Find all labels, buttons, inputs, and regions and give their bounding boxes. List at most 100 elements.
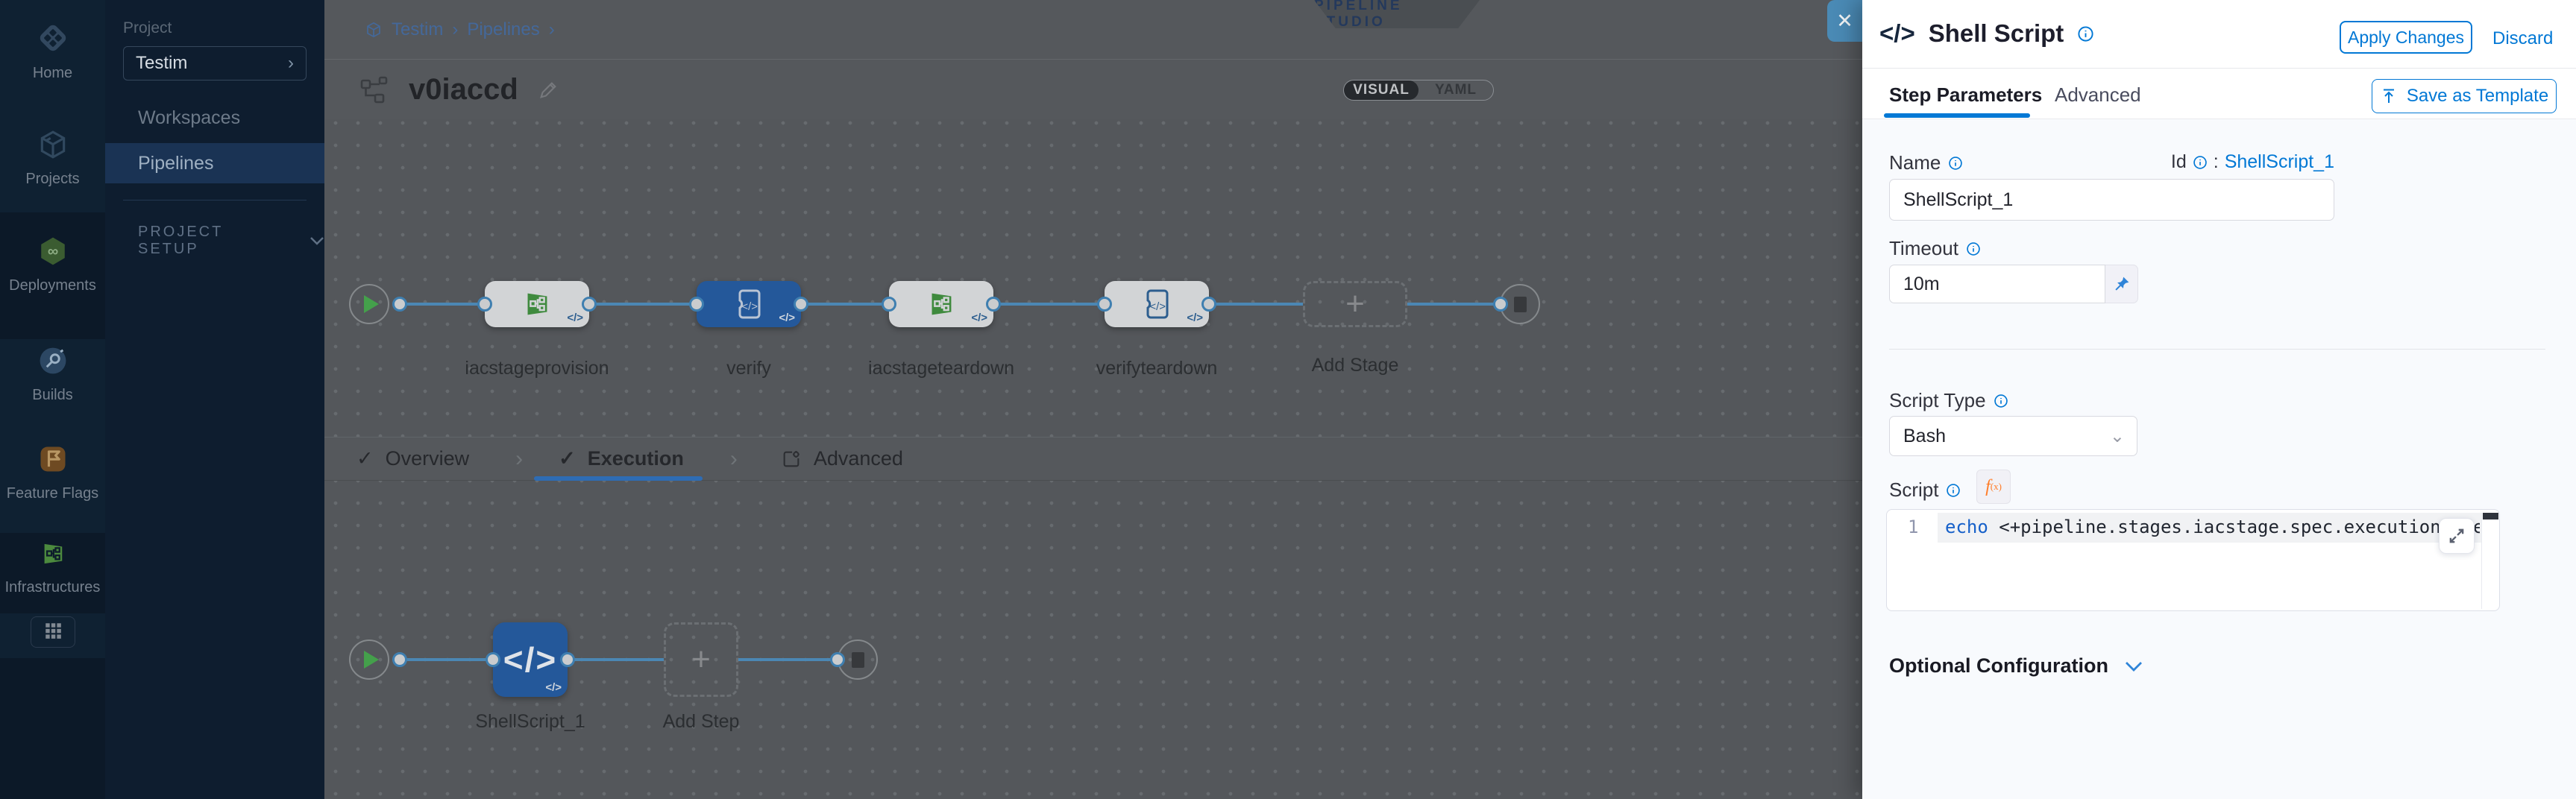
infrastructure-stage-icon — [932, 293, 952, 315]
connector — [589, 303, 697, 306]
port — [582, 297, 597, 312]
stage-label[interactable]: verify — [726, 358, 771, 379]
editor-code-line[interactable]: echo <+pipeline.stages.iacstage.spec.exe… — [1945, 517, 2480, 537]
discard-button[interactable]: Discard — [2492, 28, 2554, 48]
info-icon[interactable] — [1946, 483, 1961, 498]
svg-text:</>: </> — [1149, 300, 1166, 313]
stage-node-verify[interactable]: </> </> — [697, 281, 801, 327]
add-step-button[interactable]: + — [664, 622, 738, 697]
sidebar-item-projects[interactable]: Projects — [0, 128, 105, 188]
code-text: <+pipeline.stages.iacstage.spec.executio… — [1999, 517, 2480, 537]
info-icon[interactable] — [2193, 155, 2208, 170]
drawer-close-button[interactable]: ✕ — [1827, 0, 1862, 42]
timeout-pin-button[interactable] — [2105, 265, 2138, 303]
stage-tab-strip: ✓ Overview › ✓ Execution › Advanced — [324, 437, 1862, 481]
breadcrumb[interactable]: Testim › Pipelines › — [365, 19, 555, 40]
timeout-label: Timeout — [1889, 237, 1958, 259]
sidebar-item-home[interactable]: Home — [0, 21, 105, 82]
name-input[interactable]: ShellScript_1 — [1889, 179, 2334, 221]
tab-execution[interactable]: ✓ Execution — [559, 447, 684, 470]
fx-expression-button[interactable]: f(x) — [1976, 470, 2011, 504]
id-value-link[interactable]: ShellScript_1 — [2224, 151, 2334, 172]
toggle-visual[interactable]: VISUAL — [1344, 80, 1419, 100]
port — [882, 297, 896, 312]
sidebar-item-infrastructures[interactable]: Infrastructures — [0, 538, 105, 596]
editor-expand-button[interactable] — [2439, 518, 2475, 554]
tab-overview[interactable]: ✓ Overview — [356, 447, 469, 470]
tab-step-parameters[interactable]: Step Parameters — [1889, 83, 2043, 106]
edit-pencil-icon[interactable] — [538, 80, 559, 101]
scrollbar-track-border — [2481, 513, 2482, 609]
visual-yaml-toggle[interactable]: VISUAL YAML — [1343, 80, 1494, 101]
port — [392, 297, 407, 312]
drawer-header: </> Shell Script Apply Changes Discard — [1862, 0, 2576, 69]
script-type-value: Bash — [1903, 425, 1946, 446]
stop-icon — [1513, 296, 1527, 312]
nav-item-pipelines[interactable]: Pipelines — [105, 143, 324, 183]
info-icon[interactable] — [1948, 156, 1963, 171]
editor-line-number: 1 — [1908, 517, 1919, 537]
script-type-label: Script Type — [1889, 389, 1986, 411]
tab-label: Advanced — [813, 447, 903, 470]
stage-label[interactable]: verifyteardown — [1096, 358, 1218, 379]
add-stage-label[interactable]: Add Stage — [1311, 355, 1399, 376]
breadcrumb-separator: › — [548, 19, 555, 40]
advanced-tab-icon — [783, 450, 799, 467]
optional-configuration-toggle[interactable]: Optional Configuration — [1889, 654, 2143, 678]
script-editor[interactable]: 1 echo <+pipeline.stages.iacstage.spec.e… — [1886, 509, 2500, 611]
step-node-shellscript[interactable]: </> </> — [493, 622, 568, 697]
toggle-yaml[interactable]: YAML — [1434, 82, 1477, 98]
info-icon[interactable] — [1994, 394, 2008, 408]
script-type-select[interactable]: Bash ⌄ — [1889, 416, 2137, 456]
sidebar-item-feature-flags[interactable]: Feature Flags — [0, 443, 105, 502]
pipeline-name: v0iaccd — [409, 73, 518, 106]
stage-label[interactable]: iacstageprovision — [465, 358, 609, 379]
code-badge: </> — [971, 312, 987, 324]
expand-icon — [2449, 528, 2464, 543]
connector — [1407, 303, 1501, 306]
apply-changes-button[interactable]: Apply Changes — [2340, 21, 2472, 54]
project-section-label: Project — [123, 19, 172, 37]
module-grid-button[interactable] — [31, 616, 75, 648]
plus-icon: + — [1345, 285, 1365, 322]
code-badge: </> — [567, 312, 583, 324]
sidebar-item-label: Builds — [32, 387, 73, 403]
save-as-template-button[interactable]: Save as Template — [2372, 79, 2557, 113]
breadcrumb-section[interactable]: Pipelines — [467, 19, 540, 40]
sidebar-item-deployments[interactable]: ∞ Deployments — [0, 235, 105, 294]
chevron-down-icon — [2125, 661, 2142, 672]
tab-advanced[interactable]: Advanced — [781, 447, 903, 470]
info-icon[interactable] — [2077, 25, 2094, 42]
active-drawer-tab-underline — [1884, 113, 2030, 118]
nav-item-workspaces[interactable]: Workspaces — [138, 107, 241, 128]
sidebar-item-label: Projects — [25, 171, 80, 187]
add-stage-button[interactable]: + — [1303, 281, 1407, 327]
form-divider — [1889, 349, 2545, 350]
id-row: Id : ShellScript_1 — [2163, 151, 2334, 173]
stage-node-iacstageteardown[interactable]: </> — [889, 281, 993, 327]
stage-node-verifyteardown[interactable]: </> </> — [1105, 281, 1209, 327]
stage-label[interactable]: iacstageteardown — [868, 358, 1014, 379]
info-icon[interactable] — [1966, 241, 1981, 256]
project-setup-toggle[interactable]: PROJECT SETUP — [138, 224, 324, 258]
scrollbar-thumb[interactable] — [2483, 513, 2498, 519]
chevron-right-icon: › — [288, 53, 294, 73]
project-setup-label: PROJECT SETUP — [138, 224, 223, 257]
timeout-input[interactable]: 10m — [1889, 265, 2105, 303]
id-separator: : — [2213, 151, 2219, 172]
step-label[interactable]: ShellScript_1 — [475, 711, 585, 732]
sidebar-item-builds[interactable]: Builds — [0, 344, 105, 404]
breadcrumb-project[interactable]: Testim — [392, 19, 444, 40]
shell-script-drawer — [1862, 0, 2576, 799]
stage-node-iacstageprovision[interactable]: </> — [485, 281, 589, 327]
grid-icon — [43, 621, 63, 644]
project-selector[interactable]: Testim › — [123, 46, 307, 80]
project-selector-value: Testim — [136, 53, 188, 73]
port — [1097, 297, 1112, 312]
tab-advanced[interactable]: Advanced — [2055, 83, 2141, 106]
infrastructure-icon — [37, 538, 69, 573]
pipeline-canvas[interactable]: Testim › Pipelines › PIPELINE STUDIO v0i… — [324, 0, 1862, 799]
add-step-label[interactable]: Add Step — [662, 711, 740, 732]
fx-label: f — [1985, 476, 1991, 496]
id-label: Id — [2170, 151, 2187, 172]
